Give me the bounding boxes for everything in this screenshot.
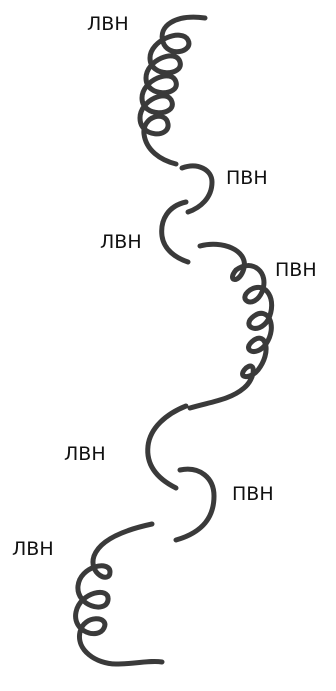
coil-segment-6 — [176, 469, 214, 540]
label-left-handed-1: ЛВН — [87, 13, 129, 35]
label-left-handed-4: ЛВН — [12, 538, 54, 560]
label-right-handed-2: ПВН — [275, 259, 317, 281]
label-right-handed-1: ПВН — [226, 167, 268, 189]
coil-segment-7 — [76, 524, 162, 664]
coil-segment-1 — [140, 17, 205, 164]
coil-segment-5 — [148, 406, 186, 488]
label-left-handed-3: ЛВН — [64, 443, 106, 465]
coil-segment-2 — [182, 166, 212, 212]
coil-segment-3 — [162, 202, 188, 262]
label-left-handed-2: ЛВН — [100, 231, 142, 253]
label-right-handed-3: ПВН — [232, 483, 274, 505]
coil-segment-4 — [190, 244, 272, 408]
